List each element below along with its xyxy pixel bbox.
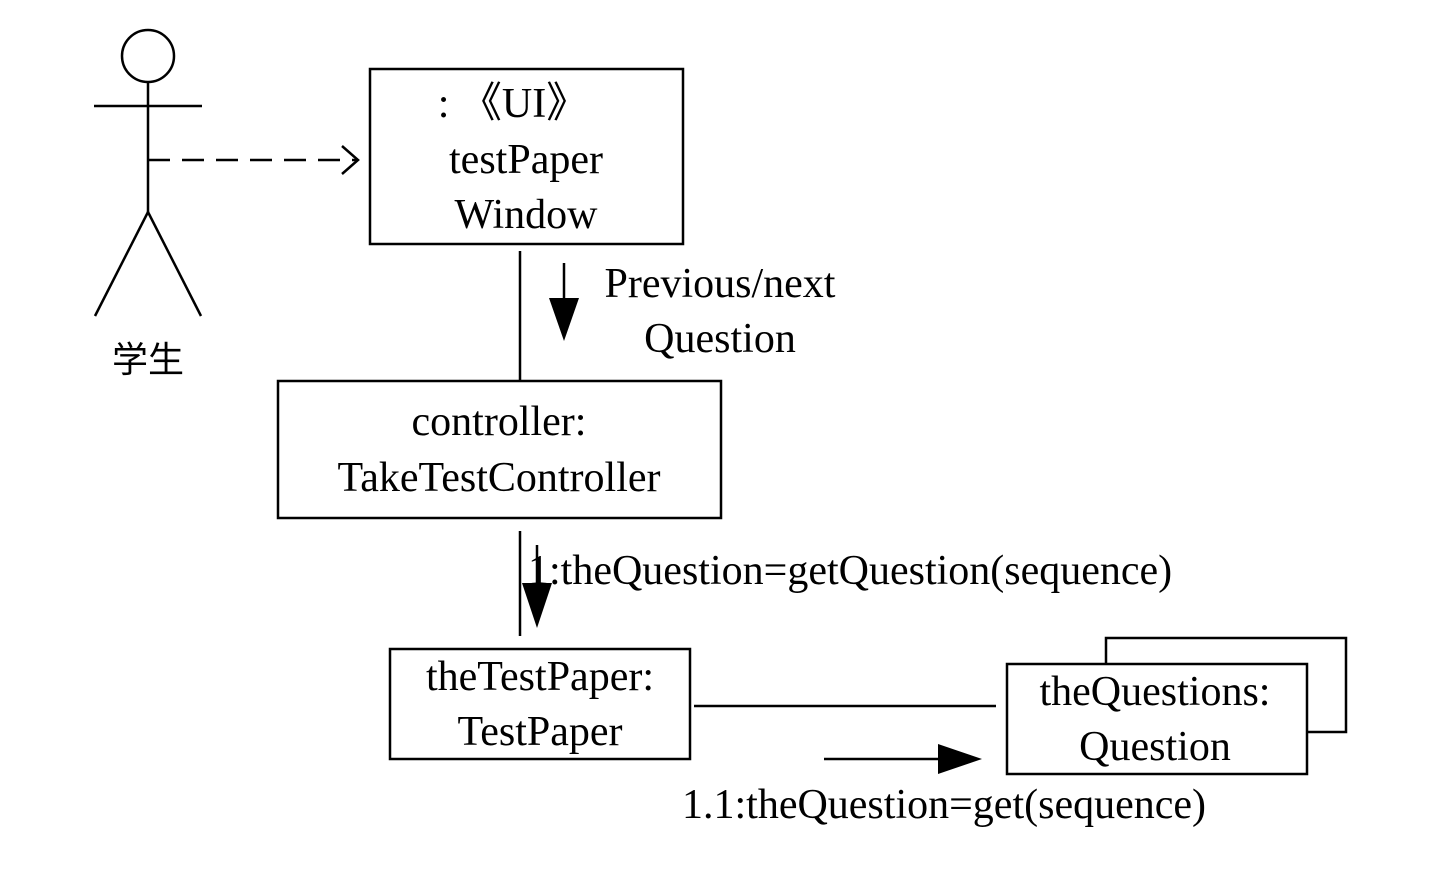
testpaper-name-line2: TestPaper [457, 709, 622, 755]
object-testpaper-window: : 《UI》 testPaper Window [368, 67, 685, 246]
questions-name-line1: theQuestions: [1040, 669, 1271, 715]
questions-name-line2: Question [1079, 724, 1231, 770]
window-stereotype: : 《UI》 [438, 81, 589, 127]
window-name-line1: testPaper [449, 137, 603, 183]
actor-student [93, 28, 203, 317]
object-test-paper: theTestPaper: TestPaper [388, 647, 692, 761]
message-label-ui-event-line1: Previous/next [605, 261, 836, 307]
message-label-get-question: 1:theQuestion=getQuestion(sequence) [528, 548, 1172, 594]
message-arrow-get [824, 744, 982, 774]
actor-right-leg [146, 211, 203, 317]
testpaper-name-line1: theTestPaper: [426, 654, 654, 700]
actor-label: 学生 [112, 340, 184, 381]
controller-name-line2: TakeTestController [337, 455, 660, 501]
message-label-ui-event-line2: Question [644, 316, 796, 362]
actor-left-leg [93, 211, 150, 317]
actor-head [120, 28, 176, 84]
message-arrow-get-question [522, 545, 552, 628]
filled-arrowhead [938, 744, 982, 774]
multiobject-back-frame [1104, 636, 1348, 734]
filled-arrowhead [549, 298, 579, 341]
actor-dependency-arrow [148, 145, 360, 175]
window-name-line2: Window [455, 192, 599, 238]
object-controller: controller: TakeTestController [276, 379, 723, 520]
filled-arrowhead [522, 583, 552, 628]
controller-name-line1: controller: [412, 399, 587, 445]
object-questions-multiobject: theQuestions: Question [1005, 636, 1348, 776]
open-arrowhead [341, 145, 360, 175]
message-arrow-ui-event [549, 263, 579, 341]
message-label-get: 1.1:theQuestion=get(sequence) [682, 782, 1206, 828]
